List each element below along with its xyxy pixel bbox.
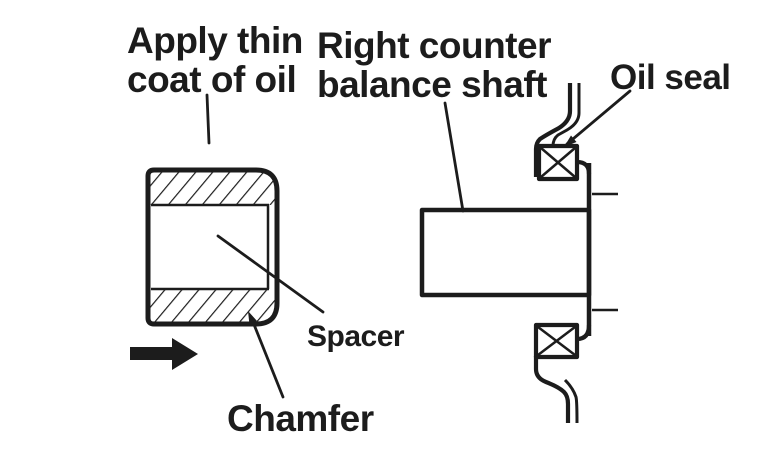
chamfer-leader-arrowhead-icon xyxy=(248,311,257,325)
install-direction-arrow-icon xyxy=(130,338,198,370)
spacer-top-hatch xyxy=(148,170,277,205)
counter-balance-shaft xyxy=(419,159,618,342)
balance-shaft-label: Right counter balance shaft xyxy=(317,26,551,104)
apply-oil-leader xyxy=(205,93,211,145)
lower-housing-inner-wall xyxy=(563,378,579,424)
apply-oil-label-line1: Apply thin xyxy=(127,20,303,61)
balance-shaft-label-line2: balance shaft xyxy=(317,64,547,105)
shaft-body xyxy=(419,207,592,298)
balance-shaft-label-line1: Right counter xyxy=(317,25,551,66)
spacer-outline xyxy=(145,167,280,327)
oil-seal-label: Oil seal xyxy=(610,58,731,97)
spacer-label: Spacer xyxy=(307,320,405,353)
spacer-leader xyxy=(216,234,325,314)
oil-seal-leader xyxy=(565,89,632,146)
upper-housing-outer-wall xyxy=(533,83,573,177)
oil-seal-leader-arrowhead-icon xyxy=(564,135,577,147)
chamfer-leader xyxy=(249,315,285,399)
upper-oil-seal xyxy=(533,83,581,182)
lower-seal-x2 xyxy=(537,326,576,356)
leader-lines xyxy=(205,89,632,399)
apply-oil-label: Apply thin coat of oil xyxy=(127,21,303,99)
upper-housing-inner-wall xyxy=(551,83,581,147)
spacer-cross-section xyxy=(145,167,280,327)
lower-housing-outer-wall xyxy=(533,356,571,423)
balance-shaft-leader xyxy=(443,101,465,213)
spacer-body xyxy=(148,170,277,324)
chamfer-label: Chamfer xyxy=(227,398,374,439)
lower-oil-seal xyxy=(533,322,580,424)
spacer-bottom-hatch xyxy=(148,289,277,324)
upper-seal-x2 xyxy=(540,147,576,178)
apply-oil-label-line2: coat of oil xyxy=(127,59,297,100)
